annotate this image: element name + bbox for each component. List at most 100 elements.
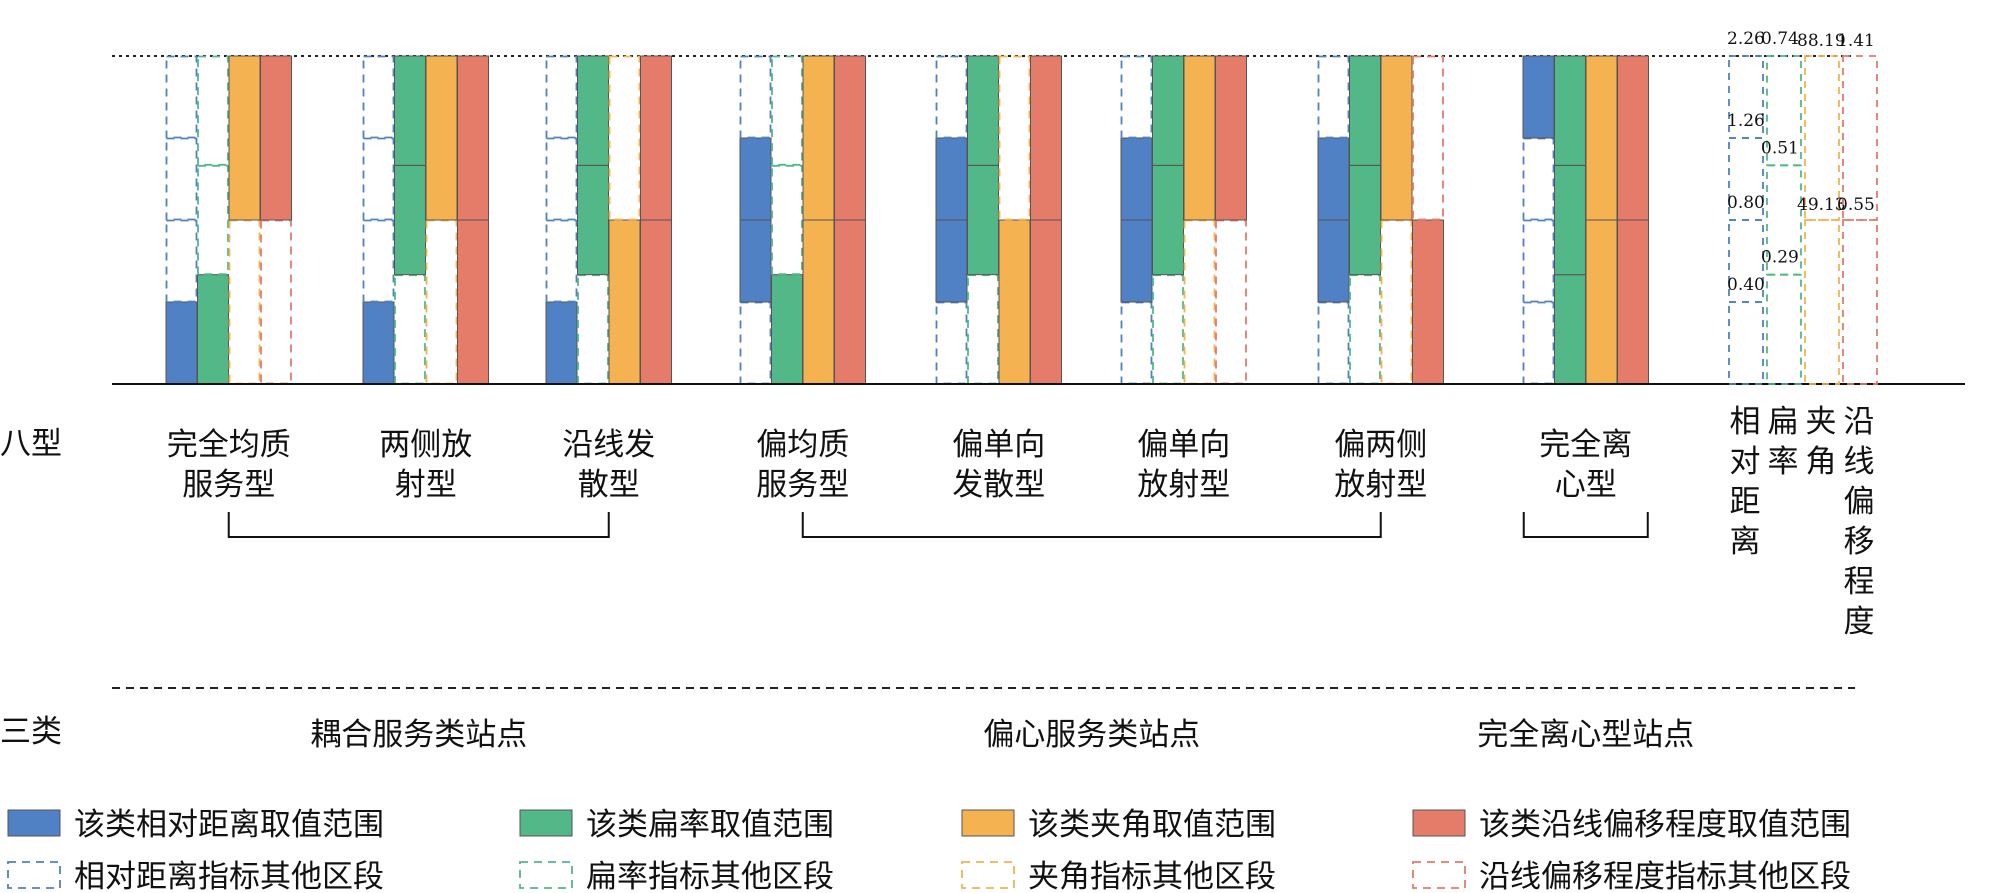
bar-angle-6-other0 [1380,219,1413,385]
scale-relative_distance-seg3 [1728,55,1764,139]
legend-label-4: 相对距离指标其他区段 [74,859,384,893]
category-label-0-line1: 完全均质 [167,427,291,463]
bar-relative_distance-1-other1 [362,219,395,303]
category-labels-layer: 完全均质服务型两侧放射型沿线发散型偏均质服务型偏单向发散型偏单向放射型偏两侧放射… [167,427,1633,503]
scale-offset-seg0 [1842,219,1878,385]
bar-offset-7-seg0 [1617,219,1649,385]
bar-flatness-6-seg2 [1349,55,1381,166]
bar-relative_distance-1-seg0 [362,301,395,385]
indicator-scale-layer: 0.400.801.262.26相对距离0.290.510.74扁率49.138… [1727,29,1878,640]
scale-tick-relative_distance-1: 0.40 [1727,275,1765,295]
bar-flatness-2-seg1 [577,164,609,276]
bar-offset-6-other1 [1412,55,1444,221]
bar-flatness-2-seg2 [577,55,609,166]
bar-offset-1-seg1 [457,55,489,221]
bar-angle-0-other0 [228,219,261,385]
scale-offset-seg1 [1842,55,1878,221]
indicator-name-relative_distance-char3: 离 [1730,524,1761,560]
legend-swatch-3 [1412,809,1466,837]
bar-relative_distance-0-other3 [165,55,198,139]
indicator-name-offset-char0: 沿 [1844,404,1875,440]
category-label-2-line1: 沿线发 [562,427,655,463]
group-label-0: 耦合服务类站点 [310,717,527,753]
bar-offset-4-seg1 [1030,55,1062,221]
group-label-1: 偏心服务类站点 [983,717,1200,753]
bar-flatness-4-seg2 [967,55,999,166]
bar-relative_distance-3-other3 [739,55,772,139]
bar-relative_distance-7-seg3 [1522,55,1555,139]
bar-flatness-3-other2 [771,55,803,166]
bar-angle-6-seg1 [1380,55,1413,221]
bar-angle-4-seg0 [998,219,1031,385]
indicator-name-angle-char0: 夹 [1806,404,1837,440]
group-labels-layer: 耦合服务类站点 偏心服务类站点 完全离心型站点 [227,512,1694,753]
bar-relative_distance-1-other2 [362,137,395,221]
indicator-name-flatness-char1: 率 [1768,444,1799,480]
bar-relative_distance-4-other0 [935,301,968,385]
indicator-name-offset-char1: 线 [1844,444,1875,480]
bar-relative_distance-4-seg2 [935,137,968,221]
legend-label-6: 夹角指标其他区段 [1028,859,1276,893]
group-label-2: 完全离心型站点 [1477,717,1694,753]
category-label-7-line2: 心型 [1555,467,1617,503]
category-label-4-line1: 偏单向 [952,427,1045,463]
bar-relative_distance-3-seg1 [739,219,772,303]
bar-relative_distance-1-other3 [362,55,395,139]
bar-offset-5-seg1 [1215,55,1247,221]
bar-flatness-3-seg0 [771,274,803,385]
bar-angle-2-other1 [608,55,641,221]
bar-relative_distance-6-other3 [1317,55,1350,139]
scale-angle-seg1 [1804,55,1840,221]
legend-label-2: 该类夹角取值范围 [1028,807,1276,843]
scale-tick-flatness-1: 0.29 [1761,248,1799,268]
bar-angle-5-other0 [1183,219,1216,385]
category-label-5-line2: 放射型 [1137,467,1230,503]
bar-flatness-1-seg1 [394,164,426,276]
bar-flatness-7-seg2 [1554,55,1586,166]
bar-flatness-1-seg2 [394,55,426,166]
bar-flatness-5-seg2 [1152,55,1184,166]
category-label-1-line1: 两侧放 [379,427,472,463]
category-label-7-line1: 完全离 [1539,427,1632,463]
scale-tick-relative_distance-3: 1.26 [1727,111,1765,131]
indicator-name-angle-char1: 角 [1806,444,1837,480]
category-label-0-line2: 服务型 [182,467,275,503]
group-bracket-0 [227,512,610,538]
bar-angle-5-seg1 [1183,55,1216,221]
bar-flatness-4-other0 [967,274,999,385]
legend-label-5: 扁率指标其他区段 [586,859,834,893]
legend: 该类相对距离取值范围该类扁率取值范围该类夹角取值范围该类沿线偏移程度取值范围相对… [7,807,1851,893]
category-label-6-line1: 偏两侧 [1334,427,1427,463]
legend-label-7: 沿线偏移程度指标其他区段 [1479,859,1851,893]
bar-offset-2-seg0 [640,219,672,385]
bar-relative_distance-6-seg2 [1317,137,1350,221]
scale-angle-seg0 [1804,219,1840,385]
indicator-name-offset-char5: 度 [1844,604,1875,640]
bar-offset-0-seg1 [260,55,292,221]
bar-relative_distance-6-other0 [1317,301,1350,385]
bar-offset-6-seg0 [1412,219,1444,385]
bar-relative_distance-2-other1 [545,219,578,303]
scale-tick-offset-2: 1.41 [1837,31,1875,51]
scale-tick-offset-1: 0.55 [1837,195,1875,215]
bar-offset-4-seg0 [1030,219,1062,385]
bar-flatness-6-other0 [1349,274,1381,385]
row-label-eight: 八型 [0,426,62,462]
bar-angle-1-seg1 [425,55,458,221]
bar-flatness-7-seg1 [1554,164,1586,276]
bar-flatness-5-other0 [1152,274,1184,385]
bar-offset-2-seg1 [640,55,672,221]
bar-relative_distance-0-other2 [165,137,198,221]
bar-flatness-3-other1 [771,164,803,276]
bar-flatness-1-other0 [394,274,426,385]
scale-flatness-seg0 [1766,273,1802,385]
bar-flatness-2-other0 [577,274,609,385]
category-label-4-line2: 发散型 [952,467,1045,503]
bar-offset-3-seg0 [834,219,866,385]
bar-relative_distance-3-other0 [739,301,772,385]
scale-tick-angle-2: 88.19 [1797,31,1846,51]
indicator-name-relative_distance-char1: 对 [1730,444,1761,480]
bar-angle-3-seg0 [802,219,835,385]
scale-tick-relative_distance-4: 2.26 [1727,29,1765,49]
category-label-2-line2: 散型 [578,467,640,503]
